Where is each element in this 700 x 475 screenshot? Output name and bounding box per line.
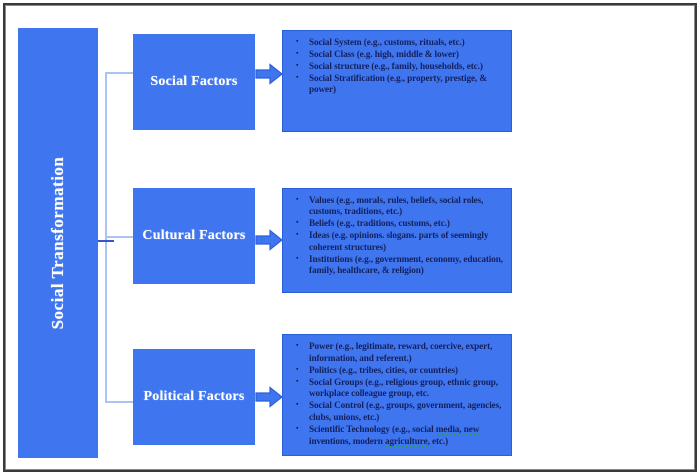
list-item-spellchecked: Scientific Technology (e.g., social medi…	[296, 423, 503, 447]
block-right-arrow-icon	[255, 63, 283, 85]
list-item: Values (e.g., morals, rules, beliefs, so…	[296, 194, 503, 218]
node-political-factors-label: Political Factors	[143, 389, 245, 404]
outer-frame	[3, 3, 697, 472]
root-node-label: Social Transformation	[48, 156, 67, 330]
bullet-list: Social System (e.g., customs, rituals, e…	[287, 36, 503, 96]
list-item: Institutions (e.g., government, economy,…	[296, 253, 503, 277]
bullet-list: Values (e.g., morals, rules, beliefs, so…	[287, 194, 503, 277]
list-item: Social structure (e.g., family, househol…	[296, 60, 503, 72]
connector-branch-social	[105, 72, 135, 74]
node-political-factors: Political Factors	[133, 349, 255, 445]
connector-branch-cultural	[105, 236, 135, 238]
detail-list-political-factors: Power (e.g., legitimate, reward, coerciv…	[282, 334, 512, 456]
list-item: Beliefs (e.g., traditions, customs, etc.…	[296, 217, 503, 229]
list-item: Social Control (e.g., groups, government…	[296, 399, 503, 423]
connector-stub-root	[92, 240, 114, 243]
inner-frame	[5, 5, 695, 470]
list-item: Social Class (e.g. high, middle & lower)	[296, 48, 503, 60]
list-item: Social Groups (e.g., religious group, et…	[296, 376, 503, 400]
list-item: Ideas (e.g. opinions. slogans. parts of …	[296, 229, 503, 253]
list-item: Social Stratification (e.g., property, p…	[296, 72, 503, 96]
block-right-arrow-icon	[255, 386, 283, 408]
node-cultural-factors: Cultural Factors	[133, 188, 255, 284]
list-item: Power (e.g., legitimate, reward, coerciv…	[296, 340, 503, 364]
bullet-list: Power (e.g., legitimate, reward, coerciv…	[287, 340, 503, 447]
list-item: Politics (e.g., tribes, cities, or count…	[296, 364, 503, 377]
connector-branch-political	[105, 401, 135, 403]
block-right-arrow-icon	[255, 229, 283, 251]
node-social-factors: Social Factors	[133, 34, 255, 130]
list-item: Social System (e.g., customs, rituals, e…	[296, 36, 503, 48]
node-social-factors-label: Social Factors	[150, 74, 238, 89]
root-node-social-transformation: Social Transformation	[18, 28, 98, 458]
detail-list-social-factors: Social System (e.g., customs, rituals, e…	[282, 30, 512, 132]
node-cultural-factors-label: Cultural Factors	[142, 228, 246, 243]
detail-list-cultural-factors: Values (e.g., morals, rules, beliefs, so…	[282, 188, 512, 293]
